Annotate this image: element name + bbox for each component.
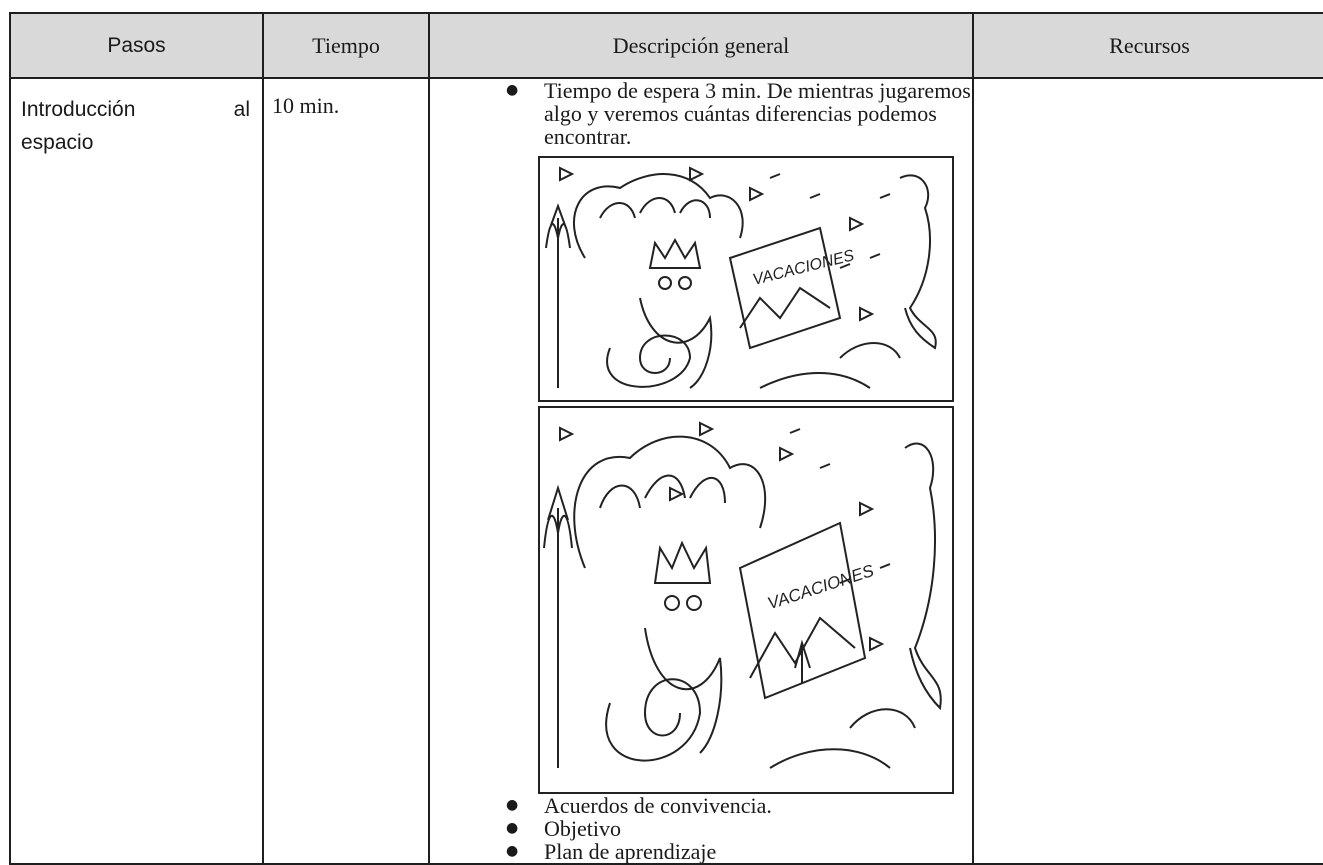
list-item: Plan de aprendizaje [430,840,972,863]
list-item: Acuerdos de convivencia. [430,794,972,817]
header-pasos: Pasos [9,12,264,79]
cell-tiempo: 10 min. [262,77,430,865]
description-list-top: Tiempo de espera 3 min. De mientras juga… [430,79,972,148]
cell-pasos: Introducción al espacio [9,77,264,865]
image-label-bottom: VACACIONES [765,561,877,613]
header-recursos: Recursos [972,12,1323,79]
pasos-second-line: espacio [21,131,94,154]
pasos-first-line: Introducción al [21,93,250,126]
spot-difference-image-top: VACACIONES [538,156,954,402]
pasos-word-1: Introducción [21,98,136,121]
header-tiempo: Tiempo [262,12,430,79]
list-item: Tiempo de espera 3 min. De mientras juga… [430,79,972,148]
cell-recursos [972,77,1323,865]
description-list-bottom: Acuerdos de convivencia. Objetivo Plan d… [430,794,972,863]
table-row: Introducción al espacio 10 min. Tiempo d… [9,77,1323,865]
header-row: Pasos Tiempo Descripción general Recurso… [9,12,1323,79]
pasos-word-2: al [233,98,250,121]
cell-descripcion: Tiempo de espera 3 min. De mientras juga… [428,77,974,865]
header-descripcion: Descripción general [428,12,974,79]
spot-the-difference-images: VACACIONES [538,156,954,794]
list-item: Objetivo [430,817,972,840]
spot-difference-image-bottom: VACACIONES [538,406,954,794]
lesson-plan-table: Pasos Tiempo Descripción general Recurso… [9,12,1323,865]
